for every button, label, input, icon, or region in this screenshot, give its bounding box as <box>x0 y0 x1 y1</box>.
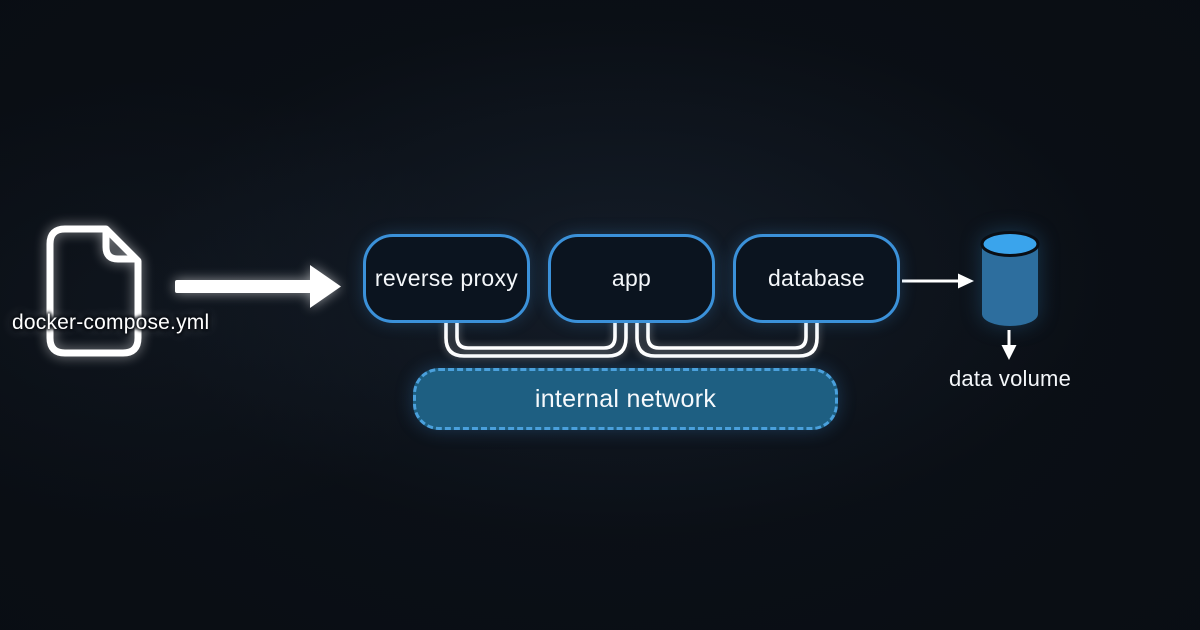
database-cylinder-icon <box>980 231 1040 326</box>
arrow-down-icon <box>1001 330 1017 360</box>
source-file-label: docker-compose.yml <box>12 311 210 334</box>
file-icon <box>46 225 142 357</box>
network-label: internal network <box>534 384 717 413</box>
service-node-database: database <box>733 234 900 323</box>
service-label: reverse proxy <box>374 265 519 291</box>
network-node: internal network <box>413 368 838 430</box>
arrow-right-icon <box>902 273 974 289</box>
arrow-right-icon <box>175 265 341 308</box>
service-label: app <box>611 265 652 291</box>
service-node-reverse-proxy: reverse proxy <box>363 234 530 323</box>
service-label: database <box>767 265 866 291</box>
data-volume-label: data volume <box>948 366 1072 391</box>
network-loop-icon <box>444 318 628 358</box>
network-loop-icon <box>635 318 819 358</box>
service-node-app: app <box>548 234 715 323</box>
